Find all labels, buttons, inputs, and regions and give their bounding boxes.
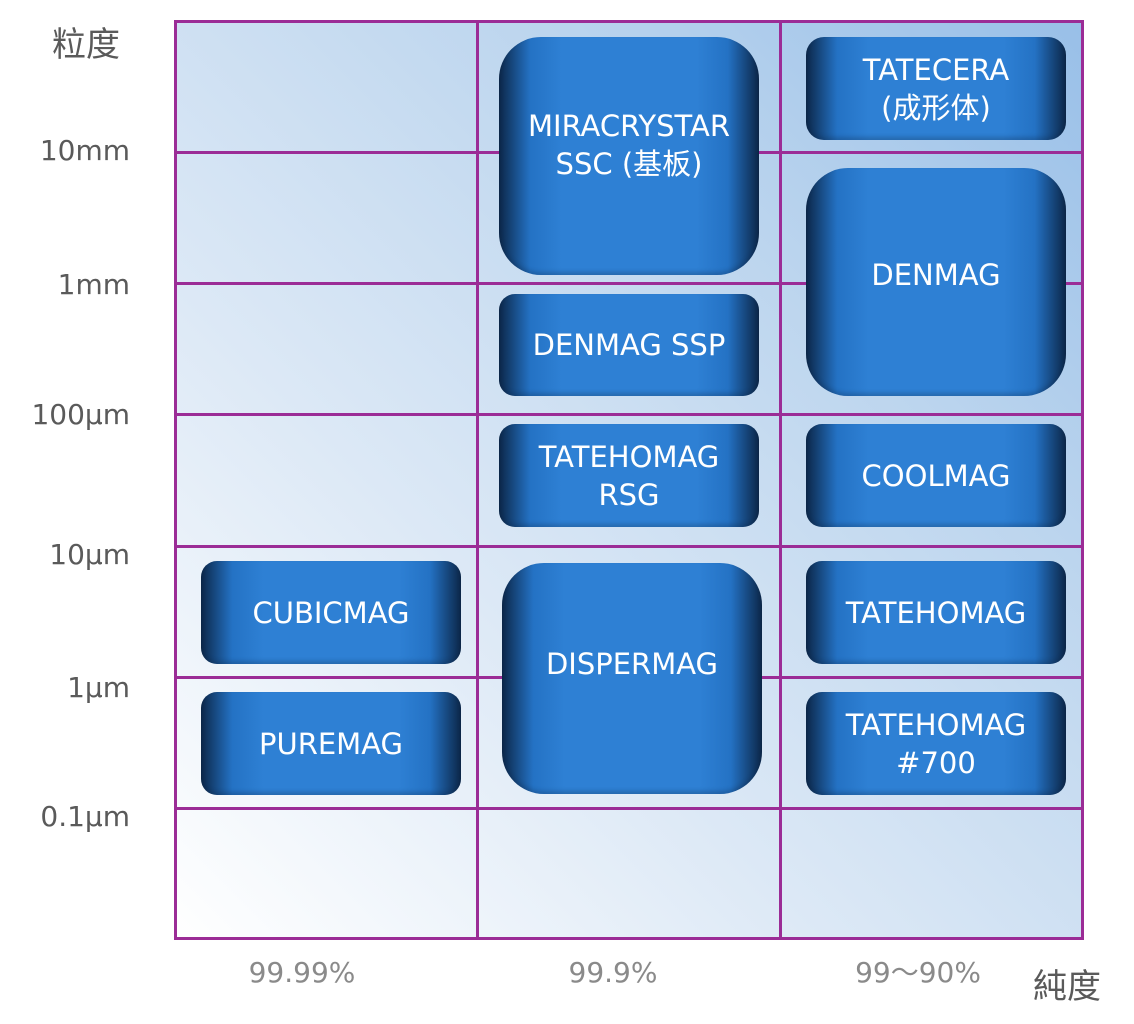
y-axis-title: 粒度: [52, 25, 120, 65]
y-tick-1um: 1μm: [67, 671, 130, 704]
product-tatehomag: TATEHOMAG: [806, 561, 1066, 664]
product-label: CUBICMAG: [252, 595, 410, 630]
grid-line: [174, 20, 177, 940]
product-label: DISPERMAG: [545, 646, 719, 681]
grid-line: [174, 20, 1084, 23]
product-label: TATEHOMAG #700: [845, 707, 1027, 780]
grid-line: [174, 282, 1084, 285]
y-tick-10um: 10μm: [49, 538, 130, 571]
product-denmag: DENMAG: [806, 168, 1066, 396]
product-puremag: PUREMAG: [201, 692, 461, 795]
product-label: TATEHOMAG RSG: [538, 439, 720, 512]
product-coolmag: COOLMAG: [806, 424, 1066, 527]
product-tatehomag-700: TATEHOMAG #700: [806, 692, 1066, 795]
x-axis-title: 純度: [1033, 967, 1101, 1007]
grid-line: [1081, 20, 1084, 940]
matrix-area: MIRACRYSTAR SSC (基板) TATECERA (成形体) DENM…: [174, 20, 1084, 940]
grid-line: [174, 545, 1084, 548]
product-dispermag: DISPERMAG: [502, 563, 762, 794]
grid-line: [174, 937, 1084, 940]
grid-line: [476, 20, 479, 940]
grid-line: [779, 20, 782, 940]
product-tatecera: TATECERA (成形体): [806, 37, 1066, 140]
product-label: COOLMAG: [861, 458, 1011, 493]
grid-line: [174, 413, 1084, 416]
product-denmag-ssp: DENMAG SSP: [499, 294, 759, 396]
x-tick-99-9: 99.9%: [568, 956, 658, 989]
product-label: DENMAG SSP: [532, 328, 726, 362]
product-label: PUREMAG: [258, 726, 403, 761]
x-tick-99-99: 99.99%: [248, 956, 356, 989]
y-tick-100um: 100μm: [31, 398, 130, 431]
product-miracrystar-ssc: MIRACRYSTAR SSC (基板): [499, 37, 759, 275]
grid-line: [174, 807, 1084, 810]
product-label: TATEHOMAG: [845, 595, 1027, 630]
y-tick-10mm: 10mm: [39, 134, 130, 167]
product-label: DENMAG: [871, 258, 1001, 292]
product-label: MIRACRYSTAR SSC (基板): [528, 109, 730, 181]
product-tatehomag-rsg: TATEHOMAG RSG: [499, 424, 759, 527]
product-label: TATECERA (成形体): [862, 52, 1010, 125]
product-cubicmag: CUBICMAG: [201, 561, 461, 664]
y-tick-1mm: 1mm: [57, 268, 130, 301]
x-tick-99-90: 99〜90%: [855, 956, 981, 989]
y-tick-0-1um: 0.1μm: [40, 800, 130, 833]
